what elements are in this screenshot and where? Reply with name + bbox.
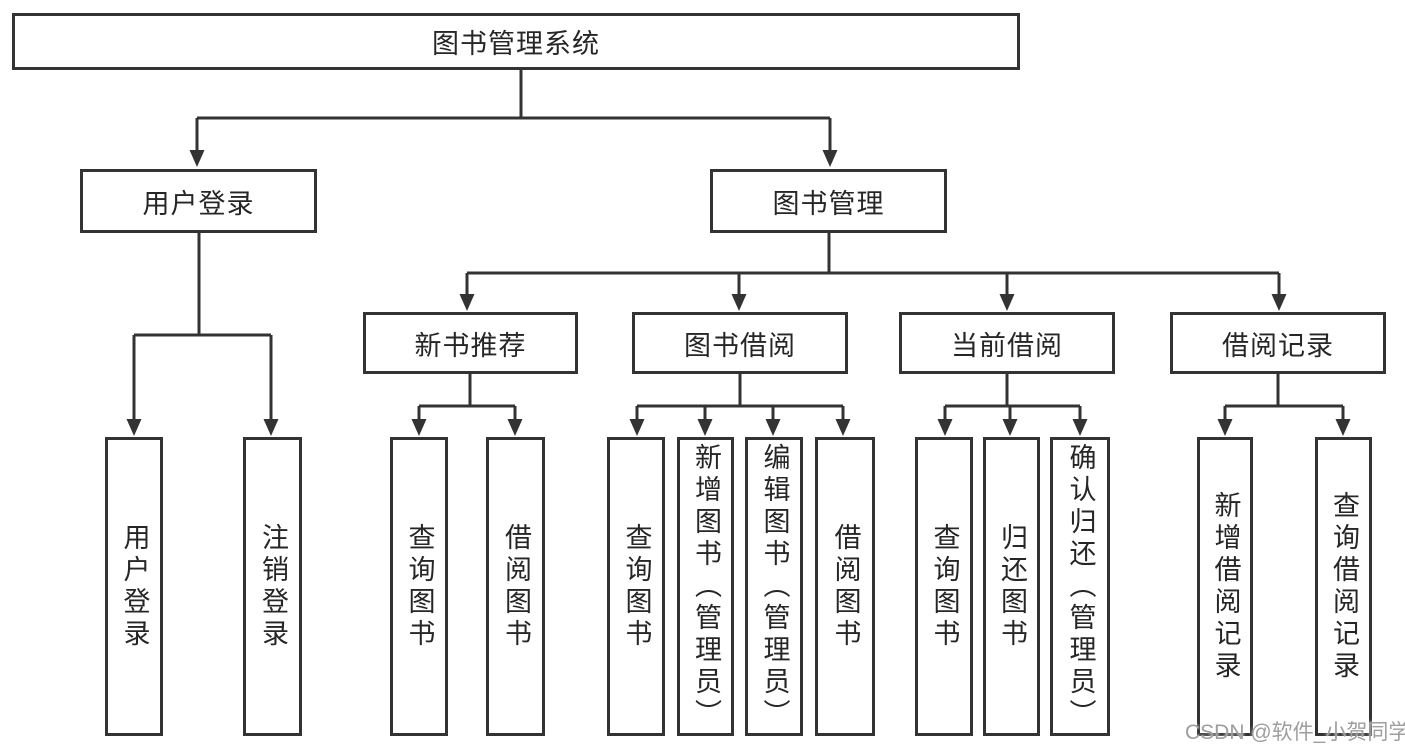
node-leaf-user-login: 用户登录: [105, 437, 163, 736]
leaf-label: 查询图书: [404, 522, 435, 651]
node-root: 图书管理系统: [12, 13, 1020, 70]
node-current-borrow: 当前借阅: [899, 312, 1115, 374]
csdn-watermark: CSDN @软件_小贺同学: [1185, 721, 1405, 744]
node-leaf-current-query-book: 查询图书: [915, 437, 973, 736]
node-borrow-records-label: 借阅记录: [1222, 330, 1334, 361]
leaf-label: 查询图书: [929, 522, 960, 651]
leaf-label: 查询借阅记录: [1329, 490, 1359, 683]
node-leaf-add-borrow-record: 新增借阅记录: [1197, 437, 1253, 736]
node-leaf-logout: 注销登录: [243, 437, 302, 736]
node-leaf-recommend-query-book: 查询图书: [390, 437, 448, 736]
leaf-label: 借阅图书: [501, 522, 531, 651]
node-user-login-label: 用户登录: [142, 188, 255, 219]
node-book-management-label: 图书管理: [772, 188, 885, 219]
leaf-label: 用户登录: [119, 522, 150, 651]
leaf-label: 借阅图书: [830, 522, 861, 651]
node-leaf-confirm-return-admin: 确认归还（管理员）: [1050, 437, 1110, 736]
node-leaf-edit-book-admin: 编辑图书（管理员）: [745, 437, 803, 736]
node-leaf-query-borrow-record: 查询借阅记录: [1315, 437, 1372, 736]
node-new-book-recommend-label: 新书推荐: [414, 330, 527, 361]
node-leaf-recommend-borrow-book: 借阅图书: [486, 437, 545, 736]
leaf-label: 注销登录: [258, 522, 288, 651]
node-leaf-borrow-query-book: 查询图书: [607, 437, 665, 736]
node-book-borrow-label: 图书借阅: [684, 330, 796, 361]
node-leaf-add-book-admin: 新增图书（管理员）: [677, 437, 734, 736]
node-current-borrow-label: 当前借阅: [951, 330, 1063, 361]
leaf-label: 新增借阅记录: [1210, 490, 1241, 683]
node-leaf-return-book: 归还图书: [983, 437, 1040, 736]
leaf-label: 新增图书（管理员）: [691, 442, 721, 731]
leaf-label: 归还图书: [997, 522, 1027, 651]
leaf-label: 编辑图书（管理员）: [759, 442, 790, 731]
node-book-management: 图书管理: [710, 169, 947, 233]
node-book-borrow: 图书借阅: [632, 312, 848, 374]
node-root-label: 图书管理系统: [432, 29, 600, 59]
node-borrow-records: 借阅记录: [1170, 312, 1386, 374]
leaf-label: 确认归还（管理员）: [1065, 442, 1096, 731]
leaf-label: 查询图书: [621, 522, 652, 651]
node-user-login: 用户登录: [80, 169, 317, 233]
node-leaf-borrow-book: 借阅图书: [815, 437, 875, 736]
node-new-book-recommend: 新书推荐: [363, 312, 578, 374]
